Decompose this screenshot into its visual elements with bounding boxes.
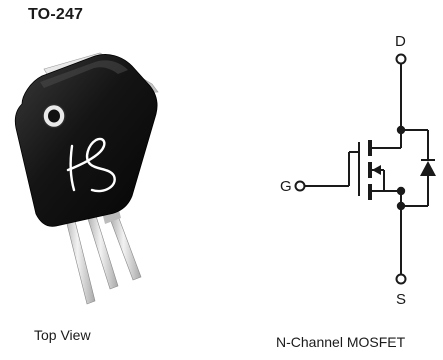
drain-junction-dot <box>396 125 406 135</box>
package-body <box>14 54 158 227</box>
source-terminal <box>395 273 407 285</box>
gate-pin-label: G <box>280 178 292 195</box>
diode-triangle <box>420 161 436 176</box>
mosfet-type-caption: N-Channel MOSFET <box>276 334 406 350</box>
source-junction-dot <box>396 186 406 196</box>
source-pin-label: S <box>396 291 407 308</box>
top-view-caption: Top View <box>34 327 91 343</box>
drain-pin-label: D <box>395 33 406 50</box>
source-diode-junction-dot <box>396 201 406 211</box>
mounting-hole <box>42 103 66 129</box>
stylized-b-logo-icon <box>66 137 116 193</box>
package-title: TO-247 <box>28 6 84 23</box>
gate-terminal <box>294 180 306 192</box>
body-arrow <box>372 165 381 175</box>
drain-terminal <box>395 53 407 65</box>
